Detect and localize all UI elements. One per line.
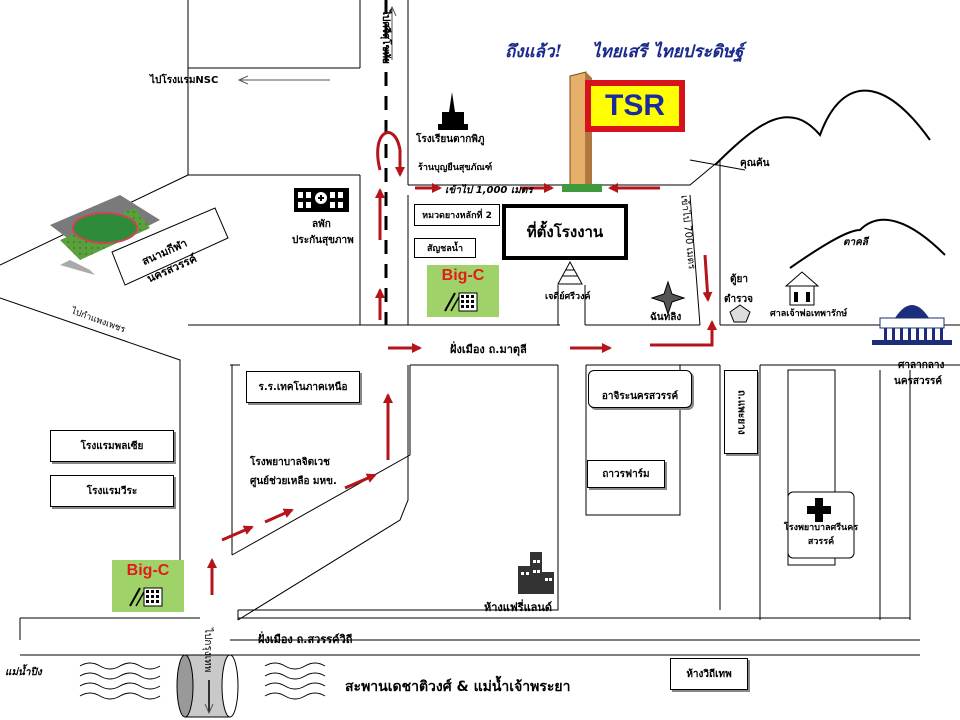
landmark-village: หมวดยางหลักที่ 2 — [414, 204, 500, 226]
landmark-hospital-center-1: โรงพยาบาลจิตเวช — [250, 457, 330, 468]
landmark-hospital-center-2: ศูนย์ช่วยเหลือ มหข. — [250, 476, 337, 487]
city-hall-icon — [872, 305, 952, 345]
landmark-chinese-shrine: ศาลเจ้าพ่อเทพารักษ์ — [770, 309, 848, 319]
big-c-marker-top: Big-C — [427, 265, 499, 317]
landmark-city-hall-1: ศาลากลาง — [898, 360, 945, 371]
road-label-mathuli: ฝั่งเมือง ถ.มาตุลี — [450, 343, 527, 356]
stadium-label-box — [111, 207, 229, 286]
landmark-water-office: สัญชลน้ำ — [414, 238, 476, 258]
landmark-pagoda: เจดีย์ศรีวงค์ — [545, 292, 591, 302]
big-c-top-building-icon — [444, 292, 478, 312]
landmark-palm-mall-text: อาจิระนครสวรรค์ — [601, 391, 679, 402]
landmark-city-hall-2: นครสวรรค์ — [894, 376, 943, 387]
factory-location-box[interactable]: ที่ตั้งโรงงาน — [502, 204, 628, 260]
landmark-village-text: หมวดยางหลักที่ 2 — [422, 211, 492, 221]
chinese-shrine-icon — [784, 271, 820, 306]
road-label-entrance-distance: เข้าไป 1,000 เมตร — [445, 185, 533, 196]
landmark-police-box-2: ตำรวจ — [724, 294, 753, 305]
hospital-box — [787, 491, 855, 559]
landmark-health-office-1: ลพัก — [312, 219, 331, 230]
landmark-river-left: แม่น้ำปิง — [5, 667, 42, 678]
big-c-bottom-building-icon — [129, 587, 163, 607]
landmark-sinthorn-hospital: โรงพยาบาลศรีนครสวรรค์ — [783, 523, 859, 547]
landmark-hills: ตาคลี — [843, 237, 868, 248]
landmark-fairyland: ห้างแฟรี่แลนด์ — [484, 601, 553, 614]
river-waves — [79, 662, 326, 700]
slogan-right: ไทยเสรี ไทยประดิษฐ์ — [592, 42, 744, 62]
temple-building-icon — [438, 92, 468, 130]
landmark-bridge: สะพานเดชาติวงศ์ & แม่น้ำเจ้าพระยา — [345, 679, 571, 695]
big-c-bottom-text: Big-C — [126, 562, 170, 579]
road-label-sawanwithi: ฝั่งเมือง ถ.สวรรค์วิถี — [258, 633, 353, 646]
slogan-left: ถึงแล้ว! — [505, 42, 562, 62]
road-label-pae-yang: ถ.แพะยาง — [724, 370, 758, 454]
tsr-logo: TSR — [585, 80, 685, 132]
pagoda-icon — [557, 260, 583, 285]
landmark-temple-1: คุณค้น — [740, 158, 770, 169]
landmark-hotel-1-text: โรงแรมพลเซีย — [80, 440, 144, 452]
big-c-marker-bottom: Big-C — [112, 560, 184, 612]
road-label-to-bangkok: ไปกรุงเทพ — [202, 628, 213, 673]
landmark-boonyu-shop: ร้านบุญยืนสุขภัณฑ์ — [418, 163, 493, 173]
landmark-tech-school: ร.ร.เทคโนภาคเหนือ — [246, 371, 360, 403]
route-arrows — [207, 131, 717, 595]
landmark-tech-school-text: ร.ร.เทคโนภาคเหนือ — [258, 381, 348, 393]
compass-icon — [650, 280, 686, 316]
big-c-top-text: Big-C — [441, 267, 485, 284]
road-label-to-nsc: ไปโรงแรมNSC — [150, 75, 219, 86]
tsr-logo-text: TSR — [591, 86, 679, 126]
landmark-thawon-farm: ถาวรฟาร์ม — [587, 460, 665, 488]
landmark-health-office-2: ประกันสุขภาพ — [292, 235, 354, 246]
landmark-hotel-2: โรงแรมวีระ — [50, 475, 174, 507]
road-label-pae-yang-text: ถ.แพะยาง — [735, 389, 747, 435]
fairyland-building-icon — [518, 552, 554, 594]
landmark-police-box-1: ตู้ยา — [730, 274, 748, 285]
road-outlines — [0, 0, 960, 656]
factory-location-label: ที่ตั้งโรงงาน — [526, 223, 604, 241]
landmark-hospital-school: โรงเรียนตากพิภู — [416, 134, 485, 145]
landmark-water-office-text: สัญชลน้ำ — [427, 244, 463, 254]
landmark-vic-mall-text: ห้างวิถีเทพ — [686, 668, 732, 680]
hills-icon — [714, 89, 946, 269]
landmark-palm-mall: อาจิระนครสวรรค์ — [588, 370, 692, 408]
health-building-icon — [294, 188, 349, 212]
landmark-hotel-1: โรงแรมพลเซีย — [50, 430, 174, 462]
bridge-tunnel-icon — [176, 654, 239, 718]
stadium-icon — [50, 195, 160, 275]
landmark-thawon-farm-text: ถาวรฟาร์ม — [602, 468, 650, 480]
landmark-vic-mall: ห้างวิถีเทพ — [670, 658, 748, 690]
road-label-sukhothai: ไปศรีสุโขทัย — [380, 10, 391, 64]
landmark-compass: ฉันทลิง — [650, 312, 682, 323]
police-box-icon — [729, 304, 751, 323]
landmark-hotel-2-text: โรงแรมวีระ — [86, 485, 138, 497]
